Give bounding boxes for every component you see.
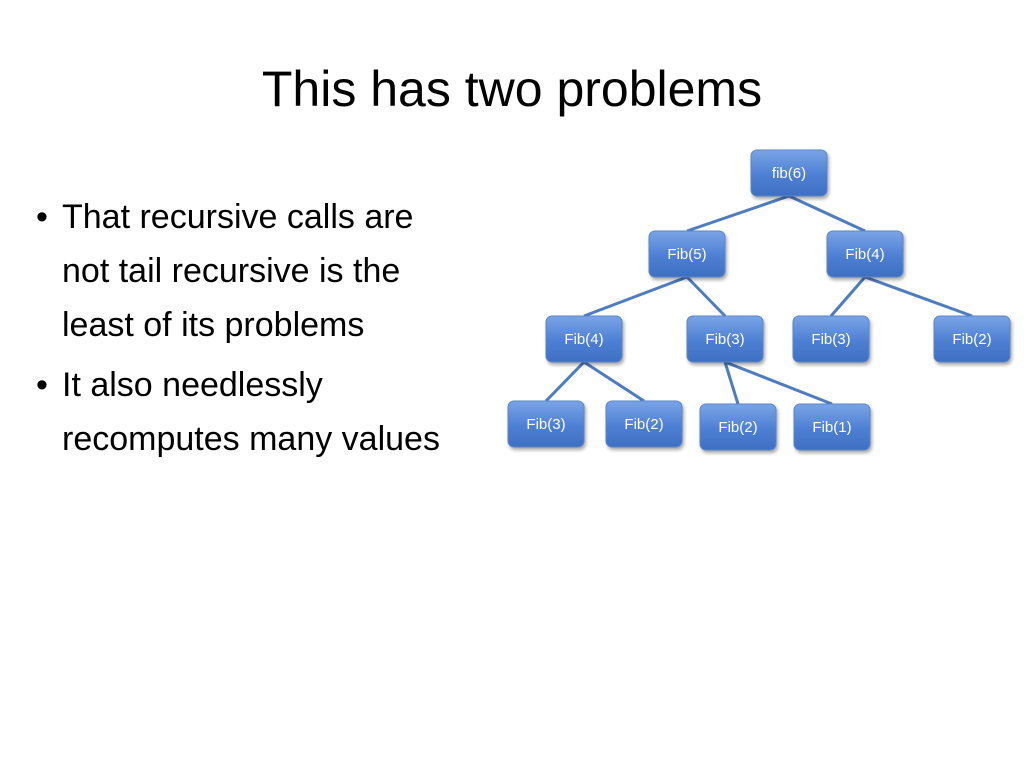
tree-edge	[864, 275, 973, 318]
tree-node: Fib(2)	[933, 315, 1011, 363]
tree-node-box	[699, 403, 777, 451]
bullet-list: That recursive calls are not tail recurs…	[36, 190, 456, 472]
tree-node-label: Fib(2)	[952, 331, 991, 348]
tree-node-box	[648, 230, 726, 278]
tree-edge	[829, 276, 867, 317]
tree-node-box	[545, 315, 623, 363]
tree-node: Fib(3)	[792, 315, 870, 363]
tree-edge	[723, 361, 740, 405]
tree-node-label: Fib(2)	[718, 419, 757, 436]
tree-node-box	[826, 230, 904, 278]
tree-edge	[788, 194, 866, 233]
tree-node-label: fib(6)	[772, 165, 806, 182]
tree-node-label: Fib(2)	[624, 416, 663, 433]
tree-edge	[544, 360, 586, 403]
tree-node: Fib(1)	[793, 403, 871, 451]
tree-node-box	[507, 400, 585, 448]
tree-node: Fib(4)	[545, 315, 623, 363]
tree-edge	[686, 194, 790, 233]
tree-node: Fib(2)	[605, 400, 683, 448]
tree-node-label: Fib(3)	[811, 331, 850, 348]
tree-node-label: Fib(1)	[812, 419, 851, 436]
tree-edge	[685, 275, 727, 318]
tree-nodes: fib(6) Fib(5) Fib(4) Fib(4) Fib(3) Fib(3) Fib(…	[507, 149, 1011, 451]
tree-node: fib(6)	[750, 149, 828, 197]
tree-node: Fib(4)	[826, 230, 904, 278]
tree-edge	[724, 360, 833, 406]
tree-node-label: Fib(4)	[564, 331, 603, 348]
tree-node-label: Fib(5)	[667, 246, 706, 263]
tree-node-label: Fib(3)	[526, 416, 565, 433]
bullet-item: It also needlessly recomputes many value…	[36, 358, 456, 466]
tree-node-box	[933, 315, 1011, 363]
tree-edge	[583, 275, 688, 318]
slide-title: This has two problems	[261, 61, 763, 117]
tree-node: Fib(2)	[699, 403, 777, 451]
tree-node-box	[793, 403, 871, 451]
tree-node-label: Fib(4)	[845, 246, 884, 263]
tree-node-box	[792, 315, 870, 363]
tree-edge	[583, 360, 645, 403]
tree-node: Fib(3)	[507, 400, 585, 448]
tree-node-box	[686, 315, 764, 363]
bullet-item: That recursive calls are not tail recurs…	[36, 190, 456, 352]
tree-node: Fib(5)	[648, 230, 726, 278]
tree-edges	[544, 194, 973, 406]
tree-node: Fib(3)	[686, 315, 764, 363]
tree-node-box	[605, 400, 683, 448]
tree-node-box	[750, 149, 828, 197]
tree-node-label: Fib(3)	[705, 331, 744, 348]
